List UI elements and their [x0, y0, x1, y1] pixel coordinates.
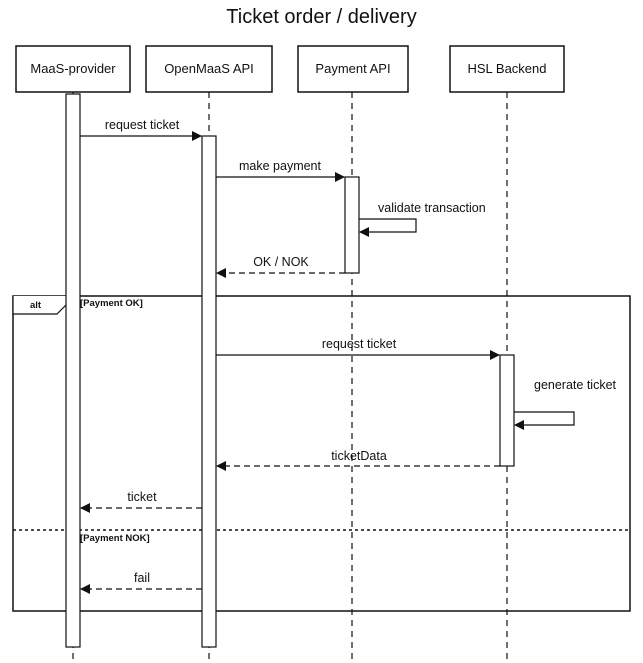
message-label-generate-ticket: generate ticket — [534, 378, 617, 392]
alt-operator-label: alt — [30, 300, 42, 311]
message-label-ticket-data: ticketData — [331, 449, 387, 463]
participant-label-api: OpenMaaS API — [164, 61, 254, 76]
participant-openmaas-api: OpenMaaS API — [145, 45, 273, 93]
message-label-fail: fail — [134, 571, 150, 585]
participant-maas-provider: MaaS-provider — [15, 45, 131, 93]
message-label-validate-transaction: validate transaction — [378, 201, 486, 215]
activation-payment — [344, 176, 360, 274]
participant-hsl-backend: HSL Backend — [449, 45, 565, 93]
activation-maas — [65, 93, 81, 648]
message-label-request-ticket-1: request ticket — [105, 118, 180, 132]
activation-hsl — [499, 354, 515, 467]
participant-label-payment: Payment API — [315, 61, 390, 76]
message-arrow-generate-ticket — [514, 411, 575, 430]
participant-payment-api: Payment API — [297, 45, 409, 93]
participant-label-hsl: HSL Backend — [467, 61, 546, 76]
diagram-title: Ticket order / delivery — [226, 6, 417, 28]
message-label-ticket: ticket — [127, 490, 157, 504]
alt-frame: alt [Payment OK] [Payment NOK] — [12, 295, 631, 612]
activation-api — [201, 135, 217, 648]
guard-payment-ok: [Payment OK] — [80, 298, 143, 309]
message-arrow-validate-transaction — [359, 218, 417, 237]
participant-label-maas: MaaS-provider — [30, 61, 116, 76]
message-label-make-payment: make payment — [239, 159, 322, 173]
message-label-ok-nok: OK / NOK — [253, 255, 309, 269]
guard-payment-nok: [Payment NOK] — [80, 533, 150, 544]
message-label-request-ticket-2: request ticket — [322, 337, 397, 351]
